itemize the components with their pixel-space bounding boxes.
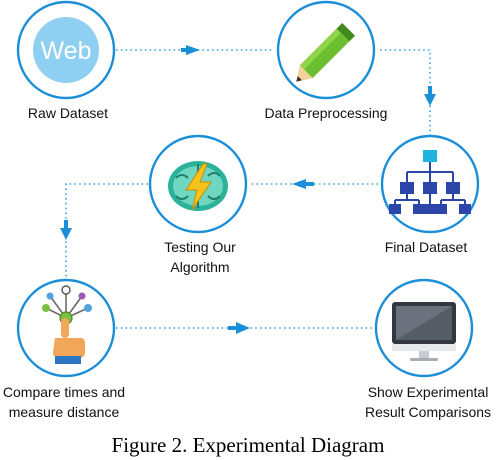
- figure-caption: Figure 2. Experimental Diagram: [112, 433, 385, 457]
- arrow-right-1-tail: [181, 48, 188, 52]
- label-show-results-line1: Show Experimental: [368, 384, 489, 400]
- label-compare-times-line1: Compare times and: [3, 384, 125, 400]
- connector-preprocessing-to-final: [380, 49, 431, 148]
- arrow-down-1: [424, 94, 436, 106]
- label-raw-dataset: Raw Dataset: [28, 105, 108, 121]
- label-compare-times-line2: measure distance: [9, 404, 120, 420]
- arrow-left-1-tail: [304, 182, 314, 186]
- arrow-right-2: [236, 322, 250, 334]
- web-icon: Web: [33, 17, 99, 83]
- arrow-down-2-tail: [64, 220, 68, 230]
- label-final-dataset: Final Dataset: [385, 239, 468, 255]
- connectors: [65, 49, 431, 329]
- pencil-icon: [296, 23, 355, 82]
- label-testing-algorithm-line1: Testing Our: [164, 239, 236, 255]
- web-icon-text: Web: [41, 37, 92, 65]
- node-data-preprocessing: [276, 0, 376, 100]
- hierarchy-icon: [389, 150, 471, 214]
- node-testing-algorithm: [148, 134, 248, 234]
- brain-lightning-icon: [168, 161, 228, 211]
- arrows: [60, 45, 436, 334]
- arrow-down-1-tail: [428, 86, 432, 96]
- monitor-icon: [392, 302, 456, 361]
- connector-testing-to-compare: [65, 183, 148, 282]
- label-testing-algorithm-line2: Algorithm: [170, 259, 229, 275]
- arrow-down-2: [60, 228, 72, 240]
- node-raw-dataset: Web: [16, 0, 116, 100]
- node-compare-times: [16, 278, 116, 378]
- node-final-dataset: [380, 134, 480, 234]
- hand-network-icon: [42, 285, 92, 364]
- arrow-right-2-tail: [228, 326, 238, 330]
- label-data-preprocessing: Data Preprocessing: [265, 105, 388, 121]
- arrow-left-1: [292, 179, 306, 189]
- node-show-results: [374, 278, 474, 378]
- arrow-right-1: [186, 45, 200, 55]
- label-show-results-line2: Result Comparisons: [365, 404, 491, 420]
